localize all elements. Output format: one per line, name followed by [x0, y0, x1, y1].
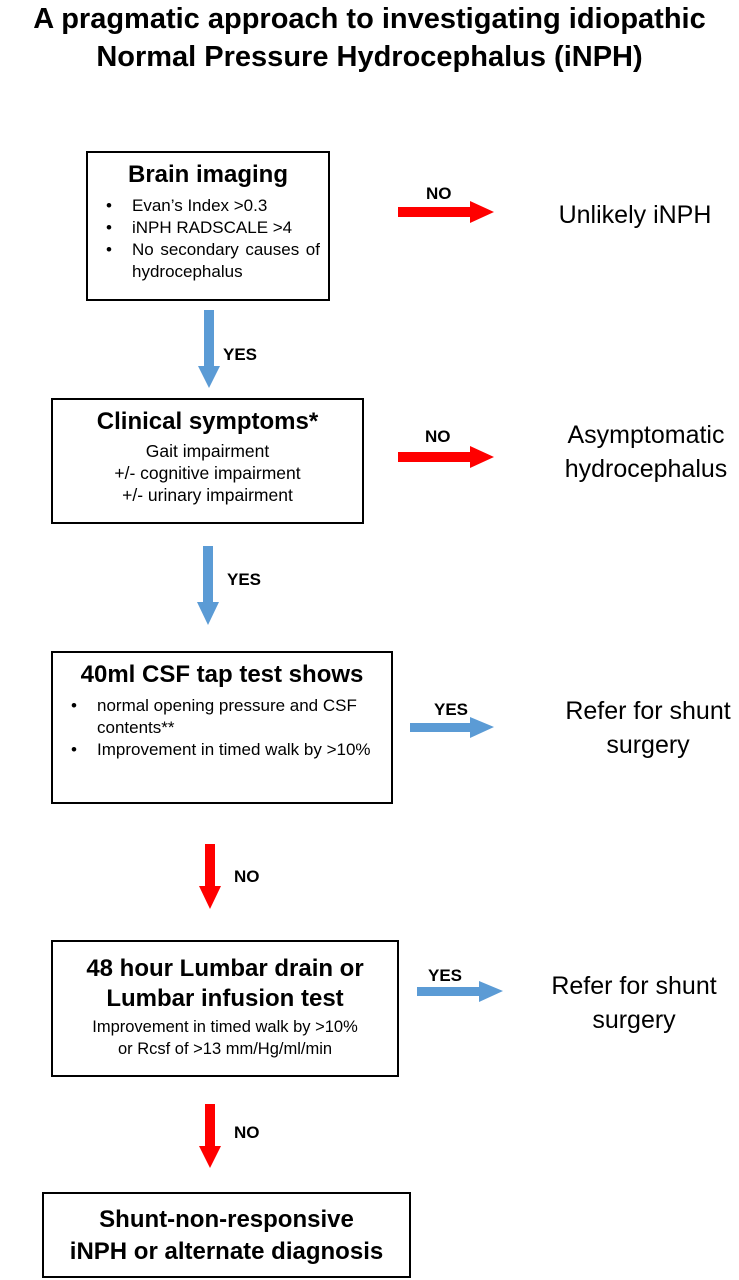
- title-line-2: Normal Pressure Hydrocephalus (iNPH): [96, 41, 643, 73]
- brain-imaging-item-1: Evan’s Index >0.3: [96, 195, 320, 217]
- arrow-tap-no: [199, 844, 221, 909]
- clinical-symptoms-line-2: +/- cognitive impairment: [114, 463, 301, 483]
- node-csf-tap-test: 40ml CSF tap test shows normal opening p…: [51, 651, 393, 804]
- lumbar-test-heading-line-2: Lumbar infusion test: [106, 985, 344, 1012]
- outcome-refer-1-line-2: surgery: [606, 731, 690, 759]
- clinical-symptoms-line-1: Gait impairment: [145, 441, 270, 461]
- outcome-refer-2-line-2: surgery: [592, 1006, 676, 1034]
- label-lumbar-yes: YES: [428, 966, 463, 985]
- arrow-imaging-no: [398, 201, 494, 223]
- lumbar-test-line-2: or Rcsf of >13 mm/Hg/ml/min: [117, 1040, 333, 1058]
- node-brain-imaging-heading: Brain imaging: [127, 161, 289, 188]
- csf-tap-item-1: normal opening pressure and CSF contents…: [61, 695, 383, 739]
- arrow-symptoms-yes: [197, 546, 219, 625]
- node-clinical-symptoms-heading: Clinical symptoms*: [96, 408, 319, 435]
- shunt-non-responsive-line-2: iNPH or alternate diagnosis: [69, 1238, 384, 1265]
- outcome-asymptomatic: Asymptomatic hydrocephalus: [534, 418, 739, 486]
- brain-imaging-item-2: iNPH RADSCALE >4: [96, 217, 320, 239]
- arrow-imaging-yes: [198, 310, 220, 388]
- node-brain-imaging: Brain imaging Evan’s Index >0.3 iNPH RAD…: [86, 151, 330, 301]
- label-imaging-yes: YES: [223, 345, 258, 364]
- arrow-tap-yes: [410, 717, 494, 738]
- node-lumbar-test: 48 hour Lumbar drain or Lumbar infusion …: [51, 940, 399, 1077]
- outcome-asymptomatic-line-1: Asymptomatic: [567, 421, 725, 449]
- clinical-symptoms-line-3: +/- urinary impairment: [122, 485, 293, 505]
- csf-tap-item-2: Improvement in timed walk by >10%: [61, 739, 383, 761]
- outcome-refer-1-line-1: Refer for shunt: [565, 697, 731, 725]
- lumbar-test-heading-line-1: 48 hour Lumbar drain or: [86, 955, 364, 982]
- label-tap-no: NO: [234, 867, 260, 886]
- arrow-lumbar-yes: [417, 981, 503, 1002]
- label-symptoms-no: NO: [425, 427, 451, 446]
- outcome-refer-shunt-1: Refer for shunt surgery: [536, 694, 739, 762]
- outcome-unlikely-inph: Unlikely iNPH: [520, 198, 739, 232]
- label-symptoms-yes: YES: [227, 570, 262, 589]
- arrow-lumbar-no: [199, 1104, 221, 1168]
- arrow-symptoms-no: [398, 446, 494, 468]
- lumbar-test-line-1: Improvement in timed walk by >10%: [92, 1018, 358, 1036]
- title-line-1: A pragmatic approach to investigating id…: [33, 3, 706, 35]
- outcome-unlikely-line-1: Unlikely iNPH: [558, 201, 712, 229]
- node-clinical-symptoms: Clinical symptoms* Gait impairment +/- c…: [51, 398, 364, 524]
- brain-imaging-item-3: No secondary causes of hydrocephalus: [96, 239, 320, 283]
- label-tap-yes: YES: [434, 700, 469, 719]
- outcome-refer-shunt-2: Refer for shunt surgery: [522, 969, 739, 1037]
- node-csf-tap-heading: 40ml CSF tap test shows: [80, 661, 364, 688]
- outcome-refer-2-line-1: Refer for shunt: [551, 972, 717, 1000]
- outcome-asymptomatic-line-2: hydrocephalus: [564, 455, 728, 483]
- label-imaging-no: NO: [426, 184, 452, 203]
- shunt-non-responsive-line-1: Shunt-non-responsive: [99, 1206, 354, 1233]
- label-lumbar-no: NO: [234, 1123, 260, 1142]
- node-shunt-non-responsive: Shunt-non-responsive iNPH or alternate d…: [42, 1192, 411, 1278]
